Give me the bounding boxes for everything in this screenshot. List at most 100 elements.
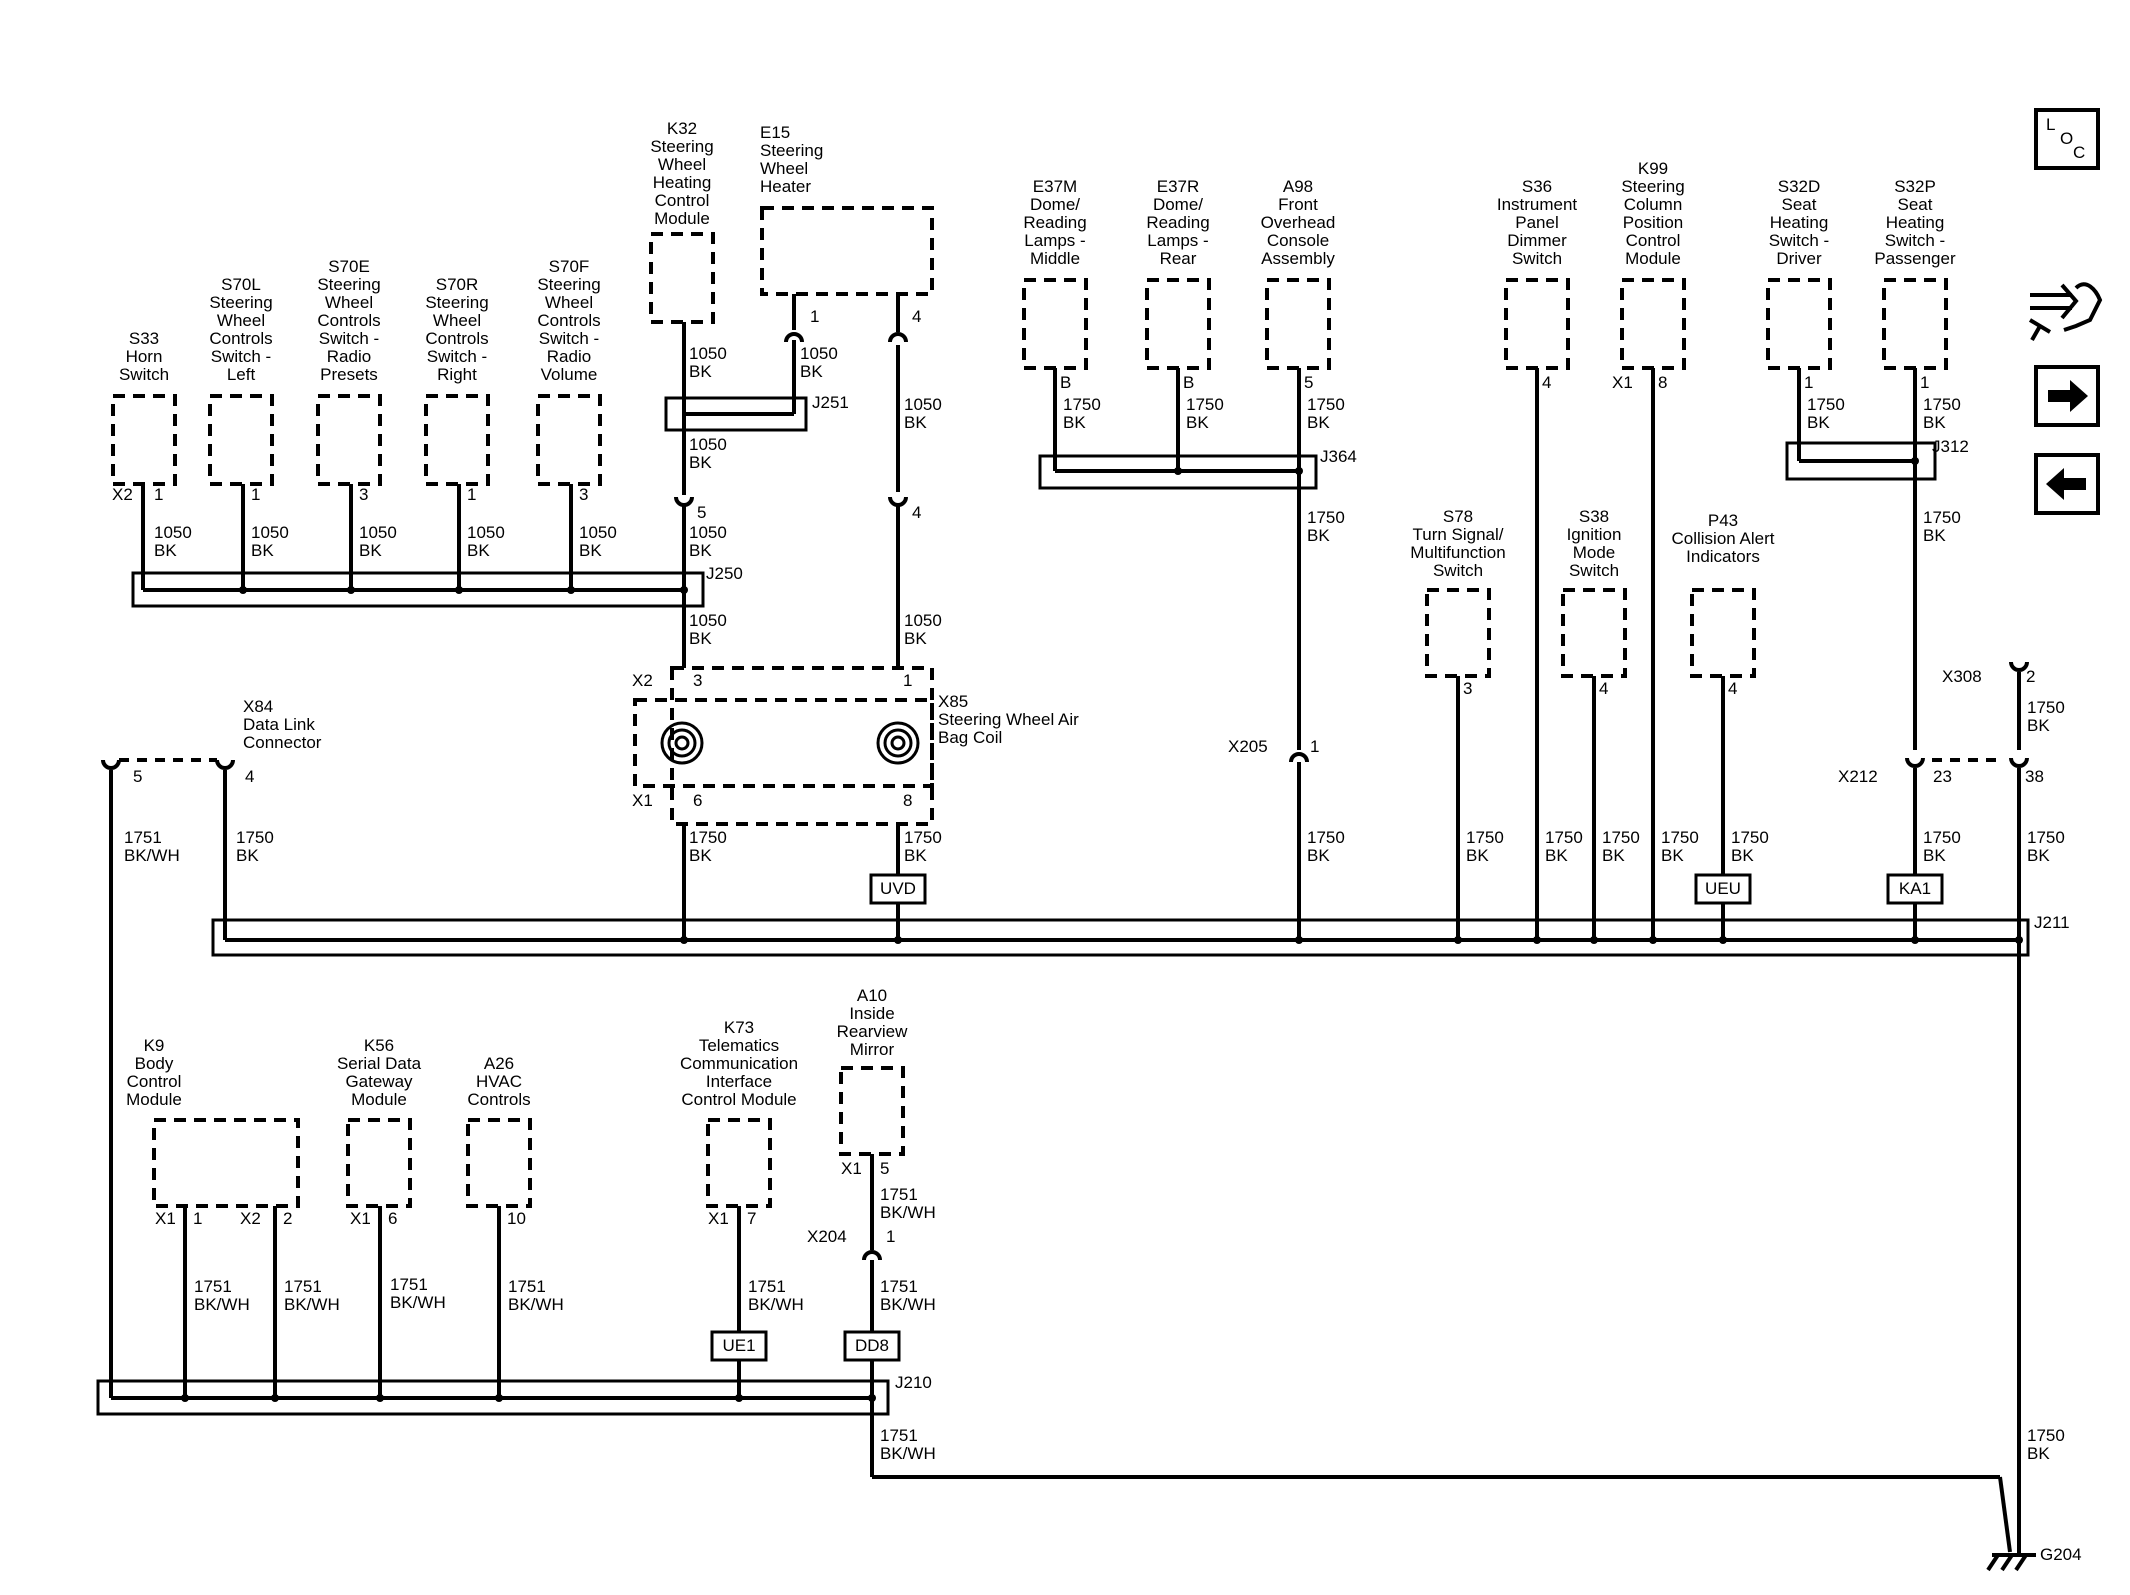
pin-label: 10 xyxy=(507,1209,526,1228)
component-label-e37r: Rear xyxy=(1160,249,1197,268)
component-label-k9: Module xyxy=(126,1090,182,1109)
component-label-s70l: Controls xyxy=(209,329,272,348)
wire-label: BK xyxy=(689,362,712,381)
component-label-s32d: Seat xyxy=(1782,195,1817,214)
component-label-a10: Mirror xyxy=(850,1040,895,1059)
component-label-s70e: Presets xyxy=(320,365,378,384)
component-label-x84: X84 xyxy=(243,697,273,716)
pin-label: 1 xyxy=(251,485,260,504)
component-label-k56: Serial Data xyxy=(337,1054,422,1073)
component-label-s78: Multifunction xyxy=(1410,543,1505,562)
component-label-s32p: Heating xyxy=(1886,213,1945,232)
component-label-s78: S78 xyxy=(1443,507,1473,526)
location-button[interactable] xyxy=(2034,108,2100,170)
component-label-s70f: Steering xyxy=(537,275,600,294)
component-label-e15: Steering xyxy=(760,141,823,160)
component-box-s38 xyxy=(1561,588,1627,678)
wire-label: BK xyxy=(689,846,712,865)
component-label-s70r: Switch - xyxy=(427,347,487,366)
wire-label: 1750 xyxy=(689,828,727,847)
pin-label: 5 xyxy=(1304,373,1313,392)
connector-view-icon[interactable] xyxy=(2028,282,2103,341)
component-label-s70f: Controls xyxy=(537,311,600,330)
component-box-k9 xyxy=(152,1118,300,1208)
pin-label: B xyxy=(1183,373,1194,392)
connector-label-x1: X1 xyxy=(841,1159,862,1178)
wire-label: 1050 xyxy=(154,523,192,542)
component-label-s70l: Wheel xyxy=(217,311,265,330)
component-label-k99: Module xyxy=(1625,249,1681,268)
pin-label: 23 xyxy=(1933,767,1952,786)
connector-label-x1: X1 xyxy=(1612,373,1633,392)
component-label-s70f: Switch - xyxy=(539,329,599,348)
component-label-s70e: Steering xyxy=(317,275,380,294)
wire-label: 1050 xyxy=(904,395,942,414)
component-label-k9: K9 xyxy=(144,1036,165,1055)
wire-label: BK xyxy=(689,453,712,472)
splice-j250 xyxy=(131,571,705,608)
wire-label: BK xyxy=(154,541,177,560)
wire-label: BK xyxy=(1807,413,1830,432)
connector-label-x1: X1 xyxy=(350,1209,371,1228)
pin-label: 8 xyxy=(903,791,912,810)
component-label-s70l: S70L xyxy=(221,275,261,294)
component-box-a26 xyxy=(466,1118,532,1208)
wire-label: BK xyxy=(1063,413,1086,432)
wire-label: BK/WH xyxy=(880,1203,936,1222)
labels-layer: S33HornSwitchS70LSteeringWheelControlsSw… xyxy=(112,115,2085,1564)
wire-label: BK/WH xyxy=(880,1295,936,1314)
component-box-s33 xyxy=(111,394,177,486)
connector-label-x1: X1 xyxy=(632,791,653,810)
pin-label: 4 xyxy=(1728,679,1737,698)
component-label-s38: Switch xyxy=(1569,561,1619,580)
wire-label: 1050 xyxy=(359,523,397,542)
component-label-s70e: Radio xyxy=(327,347,371,366)
component-label-x84: Connector xyxy=(243,733,322,752)
component-label-a26: HVAC xyxy=(476,1072,522,1091)
previous-page-button[interactable] xyxy=(2034,453,2100,515)
connector-label-x2: X2 xyxy=(112,485,133,504)
component-label-s36: Panel xyxy=(1515,213,1558,232)
wire-label: 1750 xyxy=(1186,395,1224,414)
component-label-k73: Telematics xyxy=(699,1036,779,1055)
wire-label: 1050 xyxy=(579,523,617,542)
wire-label: BK/WH xyxy=(390,1293,446,1312)
pin-label: 4 xyxy=(1542,373,1551,392)
wire-label: BK xyxy=(689,629,712,648)
component-box-s70e xyxy=(316,394,382,486)
wire-label: 1751 xyxy=(284,1277,322,1296)
wire-label: 1750 xyxy=(1923,395,1961,414)
component-box-s78 xyxy=(1425,588,1491,678)
connector-label-x308: X308 xyxy=(1942,667,1982,686)
component-box-k99 xyxy=(1620,278,1686,370)
pin-label: 1 xyxy=(810,307,819,326)
ground-symbol xyxy=(1986,1553,2036,1572)
wire-label: BK xyxy=(2027,846,2050,865)
wire-label: 1751 xyxy=(508,1277,546,1296)
component-label-k99: Steering xyxy=(1621,177,1684,196)
tag-dd8: DD8 xyxy=(855,1336,889,1355)
wire-label: BK xyxy=(1923,413,1946,432)
component-label-x85: X85 xyxy=(938,692,968,711)
wire-label: BK xyxy=(1466,846,1489,865)
connector-label-x2: X2 xyxy=(240,1209,261,1228)
component-box-a10 xyxy=(839,1066,905,1156)
wire-label: BK xyxy=(236,846,259,865)
component-label-k32: Module xyxy=(654,209,710,228)
tag-uvd: UVD xyxy=(880,879,916,898)
component-label-e37r: Lamps - xyxy=(1147,231,1208,250)
component-label-k32: Control xyxy=(655,191,710,210)
component-label-s70r: Steering xyxy=(425,293,488,312)
splice-label-j210: J210 xyxy=(895,1373,932,1392)
splice-label-j364: J364 xyxy=(1320,447,1357,466)
tag-box-dd8 xyxy=(843,1330,901,1362)
next-page-button[interactable] xyxy=(2034,365,2100,427)
tag-ueu: UEU xyxy=(1705,879,1741,898)
component-box-a98 xyxy=(1265,278,1331,370)
wire-label: BK/WH xyxy=(194,1295,250,1314)
pin-label: 6 xyxy=(388,1209,397,1228)
wire-label: 1050 xyxy=(689,523,727,542)
wire-label: BK xyxy=(1186,413,1209,432)
component-label-a98: Overhead xyxy=(1261,213,1336,232)
component-label-e37m: E37M xyxy=(1033,177,1077,196)
